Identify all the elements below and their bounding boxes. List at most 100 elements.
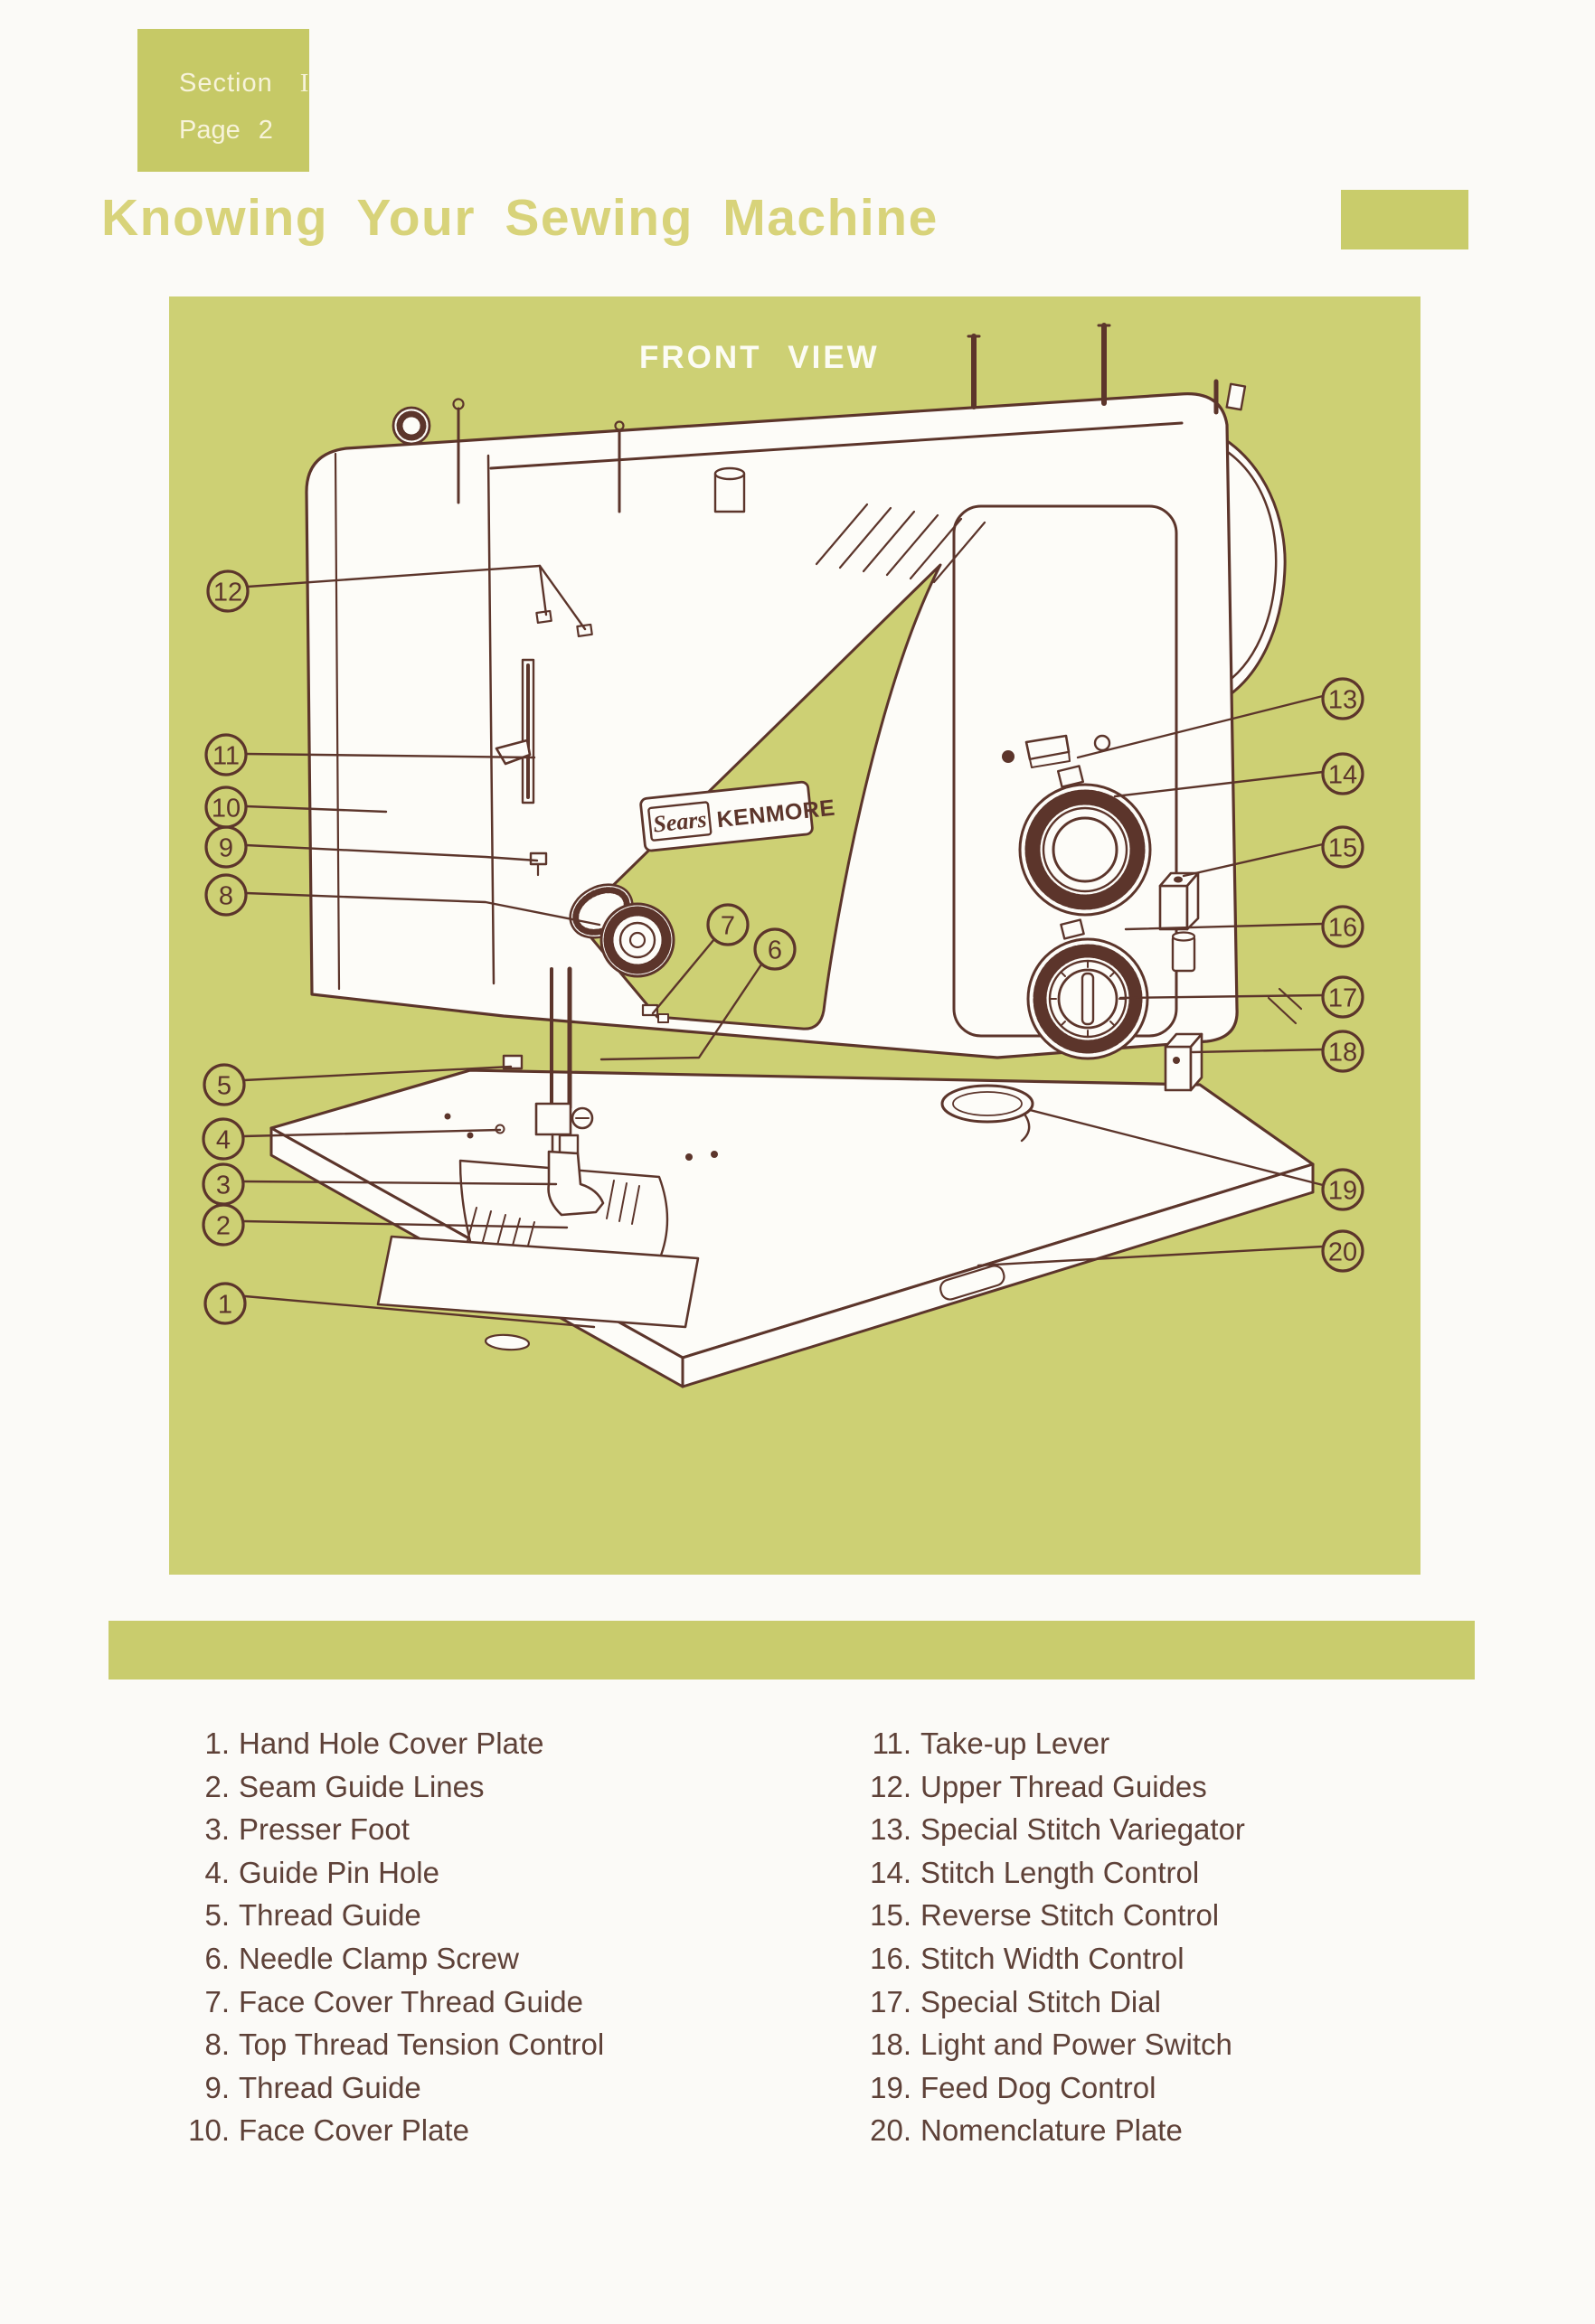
callout-number: 15 — [1328, 834, 1357, 863]
part-label: Upper Thread Guides — [920, 1769, 1207, 1803]
flat-bed — [269, 1068, 1315, 1388]
callout-10: 10 — [204, 786, 388, 829]
part-number: 13. — [870, 1812, 911, 1847]
needle-assembly — [502, 966, 605, 1217]
part-list-item: 8. Top Thread Tension Control — [152, 2023, 731, 2066]
pillar-crease — [334, 452, 341, 991]
part-list-item: 18. Light and Power Switch — [841, 2023, 1420, 2066]
front-view-heading: FRONT VIEW — [639, 340, 880, 375]
callout-number: 6 — [768, 936, 782, 965]
callout-number: 10 — [212, 795, 241, 823]
callout-12: 12 — [206, 564, 587, 631]
part-list-item: 9.Thread Guide — [152, 2066, 731, 2110]
bed-corner-lines — [1267, 987, 1303, 1025]
hatch-stripes — [815, 503, 986, 584]
callout-number: 14 — [1328, 761, 1357, 790]
part-label: Nomenclature Plate — [920, 2113, 1183, 2148]
presser-foot — [547, 1150, 605, 1217]
part-number: 17. — [870, 1984, 911, 2018]
part-list-item: 1. Hand Hole Cover Plate — [152, 1722, 731, 1765]
callout-11: 11 — [204, 733, 536, 776]
special-stitch-variegator — [1002, 734, 1111, 768]
part-label: Presser Foot — [239, 1812, 410, 1847]
badge-brand-text: Sears — [652, 806, 708, 838]
callout-19: 19 — [1028, 1108, 1364, 1211]
part-list-item: 16. Stitch Width Control — [841, 1937, 1420, 1981]
part-label: Light and Power Switch — [920, 2028, 1232, 2062]
part-list-item: 11. Take-up Lever — [841, 1722, 1420, 1765]
callout-number: 11 — [212, 742, 240, 771]
part-number: 4. — [204, 1855, 230, 1889]
pillar-edge — [486, 454, 495, 985]
diagram-panel: Sears KENMORE — [169, 296, 1420, 1575]
part-label: Seam Guide Lines — [239, 1769, 485, 1803]
part-number: 8. — [204, 2028, 230, 2062]
callout-number: 4 — [216, 1126, 231, 1155]
callout-5: 5 — [203, 1063, 513, 1106]
parts-list-left: 1. Hand Hole Cover Plate 2. Seam Guide Line… — [152, 1722, 731, 2152]
callout-number: 19 — [1328, 1177, 1357, 1206]
part-number: 16. — [870, 1941, 911, 1975]
part-list-item: 5.Thread Guide — [152, 1894, 731, 1937]
part-list-item: 6.Needle Clamp Screw — [152, 1937, 731, 1981]
part-label: Face Cover Plate — [239, 2113, 469, 2148]
part-label: Thread Guide — [239, 2070, 421, 2104]
callout-number: 13 — [1328, 686, 1357, 715]
callout-7: 7 — [651, 903, 750, 1015]
callout-number: 12 — [213, 579, 242, 607]
part-list-item: 7. Face Cover Thread Guide — [152, 1981, 731, 2024]
callout-1: 1 — [203, 1282, 596, 1329]
callout-2: 2 — [202, 1203, 569, 1247]
needle-clamp — [534, 1102, 572, 1136]
part-list-item: 20. Nomenclature Plate — [841, 2109, 1420, 2152]
callout-20: 20 — [977, 1229, 1364, 1273]
part-list-item: 19.Feed Dog Control — [841, 2066, 1420, 2110]
part-label: Special Stitch Variegator — [920, 1812, 1245, 1847]
part-label: Top Thread Tension Control — [239, 2028, 605, 2062]
part-list-item: 4. Guide Pin Hole — [152, 1851, 731, 1895]
part-number: 1. — [204, 1727, 230, 1760]
stitch-length-dial — [1018, 765, 1152, 917]
section-numeral: I — [299, 69, 310, 98]
part-number: 18. — [870, 2028, 911, 2062]
callout-4: 4 — [202, 1117, 502, 1161]
section-divider-bar — [109, 1621, 1475, 1679]
part-label: Take-up Lever — [920, 1727, 1110, 1760]
part-number: 7. — [204, 1984, 230, 2018]
part-label: Stitch Width Control — [920, 1941, 1184, 1975]
part-number: 2. — [204, 1769, 230, 1803]
top-thread-tension-control — [569, 883, 675, 978]
part-label: Stitch Length Control — [920, 1855, 1200, 1889]
part-number: 11. — [872, 1727, 911, 1760]
page-word: Page — [179, 116, 241, 145]
hand-hole-cover-plate — [376, 1235, 700, 1351]
callout-number: 7 — [721, 912, 735, 941]
callout-number: 20 — [1328, 1238, 1357, 1267]
callout-13: 13 — [1076, 677, 1364, 759]
light-power-switch — [1164, 1032, 1203, 1092]
part-number: 3. — [204, 1812, 230, 1847]
callout-number: 1 — [218, 1291, 232, 1320]
part-list-item: 10.Face Cover Plate — [152, 2109, 731, 2152]
part-label: Reverse Stitch Control — [920, 1898, 1220, 1933]
part-number: 15. — [870, 1898, 911, 1933]
feed-dog-slots — [606, 1180, 640, 1225]
callout-number: 17 — [1328, 984, 1357, 1013]
callout-number: 9 — [219, 834, 233, 863]
part-label: Guide Pin Hole — [239, 1855, 439, 1889]
part-number: 6. — [204, 1941, 230, 1975]
part-list-item: 12.Upper Thread Guides — [841, 1765, 1420, 1809]
reverse-stitch-control — [1158, 871, 1200, 931]
feed-dog-control — [940, 1084, 1034, 1143]
part-number: 20. — [870, 2113, 911, 2148]
part-label: Hand Hole Cover Plate — [239, 1727, 544, 1760]
page-number: 2 — [258, 116, 273, 145]
callout-number: 2 — [216, 1212, 231, 1241]
bobbin-winder — [392, 379, 1247, 446]
part-label: Face Cover Thread Guide — [239, 1984, 583, 2018]
part-list-item: 17.Special Stitch Dial — [841, 1981, 1420, 2024]
